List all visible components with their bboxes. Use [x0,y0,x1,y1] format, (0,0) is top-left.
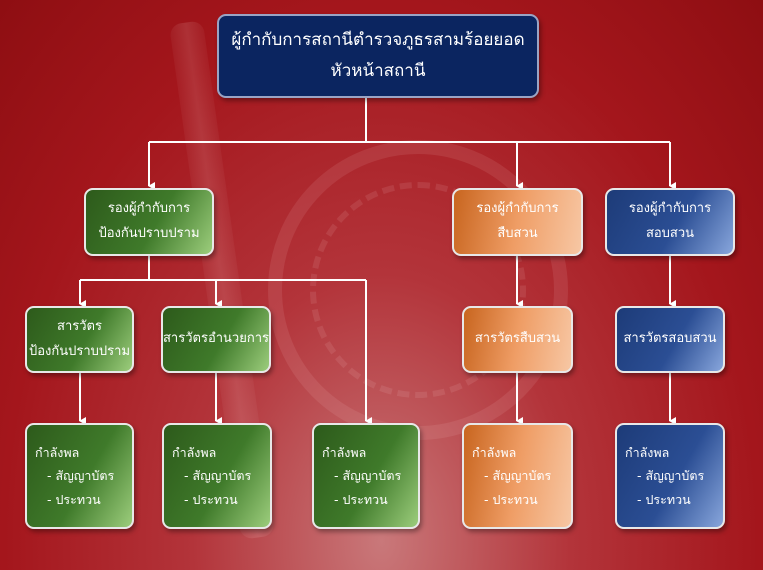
personnel-title: กำลังพล [472,445,517,461]
inspector-crime-prevention-box: สารวัตรป้องกันปราบปราม [25,306,134,373]
inspector-investigation-box: สารวัตรสืบสวน [462,306,573,373]
station-chief-subtitle: หัวหน้าสถานี [330,61,426,81]
personnel-title: กำลังพล [172,445,217,461]
personnel-title: กำลังพล [35,445,80,461]
deputy-crime-prevention-box: รองผู้กำกับการป้องกันปราบปราม [84,188,214,256]
personnel-item: - ประทวน [484,491,538,507]
inspector-inquiry-box: สารวัตรสอบสวน [615,306,725,373]
personnel-item: - ประทวน [47,491,101,507]
box-label: สารวัตร [57,318,102,334]
box-label: สารวัตรสืบสวน [474,331,561,347]
box-label: รองผู้กำกับการ [476,201,559,217]
personnel-box: กำลังพล - สัญญาบัตร - ประทวน [615,423,725,529]
personnel-title: กำลังพล [625,445,670,461]
personnel-title: กำลังพล [322,445,367,461]
personnel-item: - ประทวน [637,491,691,507]
personnel-box: กำลังพล - สัญญาบัตร - ประทวน [462,423,573,529]
station-chief-title: ผู้กำกับการสถานีตำรวจภูธรสามร้อยยอด [231,30,525,51]
box-label: สารวัตรอำนวยการ [163,331,270,347]
box-label: สารวัตรสอบสวน [623,331,717,347]
police-seal-inner-watermark [310,182,526,398]
deputy-investigation-box: รองผู้กำกับการสืบสวน [452,188,583,256]
deputy-inquiry-box: รองผู้กำกับการสอบสวน [605,188,735,256]
personnel-item: - สัญญาบัตร [484,468,552,484]
personnel-item: - สัญญาบัตร [637,468,705,484]
personnel-item: - ประทวน [334,491,388,507]
box-label: สืบสวน [497,226,538,241]
personnel-box: กำลังพล - สัญญาบัตร - ประทวน [25,423,134,529]
box-label: รองผู้กำกับการ [107,201,191,217]
personnel-item: - ประทวน [184,491,238,507]
personnel-item: - สัญญาบัตร [47,468,115,484]
station-chief-box: ผู้กำกับการสถานีตำรวจภูธรสามร้อยยอด หัวห… [217,14,539,98]
box-label: รองผู้กำกับการ [628,201,712,217]
personnel-item: - สัญญาบัตร [334,468,402,484]
personnel-box: กำลังพล - สัญญาบัตร - ประทวน [162,423,272,529]
inspector-administration-box: สารวัตรอำนวยการ [161,306,271,373]
personnel-box: กำลังพล - สัญญาบัตร - ประทวน [312,423,420,529]
box-label: ป้องกันปราบปราม [98,226,200,241]
box-label: ป้องกันปราบปราม [28,343,131,359]
personnel-item: - สัญญาบัตร [184,468,252,484]
box-label: สอบสวน [645,226,695,241]
